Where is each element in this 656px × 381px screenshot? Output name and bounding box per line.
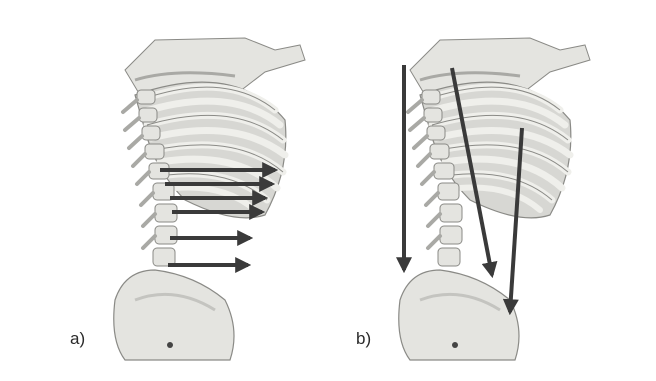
panel-a-label: a) bbox=[70, 329, 85, 349]
panel-b-label: b) bbox=[356, 329, 371, 349]
panel-b-skeleton bbox=[399, 38, 590, 360]
